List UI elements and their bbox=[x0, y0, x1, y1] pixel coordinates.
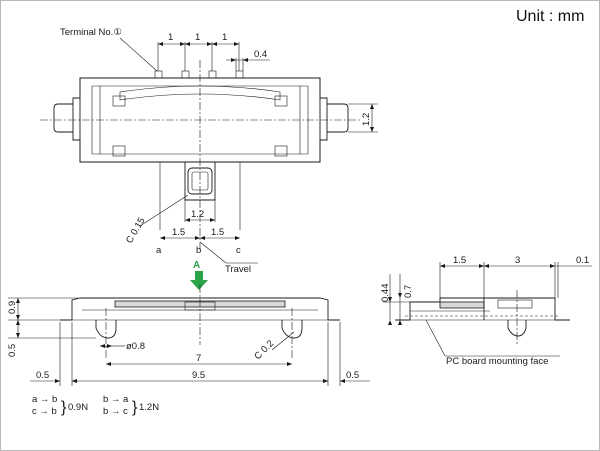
side-slider-plate bbox=[439, 301, 485, 309]
position-b: b bbox=[196, 245, 201, 256]
side-07-label: 0.7 bbox=[403, 285, 414, 298]
left-tab bbox=[53, 103, 73, 133]
travel-dimensions: 1.5 1.5 bbox=[160, 227, 240, 240]
front-view bbox=[60, 285, 340, 360]
side-top-dimensions: 1.5 3 0.1 bbox=[439, 255, 592, 298]
direction-a-label: A bbox=[193, 260, 200, 271]
side-15-label: 1.5 bbox=[453, 255, 466, 266]
side-body-outline bbox=[395, 297, 570, 321]
direction-arrow-icon bbox=[190, 271, 208, 290]
side-01-label: 0.1 bbox=[576, 255, 589, 266]
terminal-label: Terminal No.① bbox=[60, 27, 122, 38]
force-right-line1: b → a bbox=[103, 394, 129, 405]
side-rail bbox=[497, 299, 533, 309]
pcb-leader bbox=[425, 319, 446, 357]
margin-right-label: 0.5 bbox=[346, 370, 359, 381]
travel-left-label: 1.5 bbox=[172, 227, 185, 238]
chamfer-015-label: C 0.15 bbox=[124, 216, 148, 246]
knob-width-dimension: 1.2 bbox=[184, 200, 216, 222]
right-boss bbox=[281, 320, 303, 339]
right-tab bbox=[327, 103, 349, 133]
top-inner-contour bbox=[91, 85, 309, 155]
top-view bbox=[40, 60, 360, 250]
top-body-right-step bbox=[319, 78, 328, 162]
terminal-pin-2 bbox=[181, 70, 190, 79]
length-95-label: 9.5 bbox=[192, 370, 205, 381]
side-09-label: 0.9 bbox=[7, 301, 18, 314]
pitch-1c: 1 bbox=[222, 32, 227, 43]
post-bottom-left bbox=[112, 145, 126, 157]
force-left-value: 0.9N bbox=[68, 402, 88, 413]
force-left-brace: } bbox=[61, 399, 67, 416]
post-bottom-right bbox=[274, 145, 288, 157]
chamfer-02-leader bbox=[271, 331, 295, 351]
position-c: c bbox=[236, 245, 241, 256]
pitch-7-label: 7 bbox=[196, 353, 201, 364]
pin-width-label: 0.4 bbox=[254, 49, 267, 60]
travel-right-label: 1.5 bbox=[211, 227, 224, 238]
post-top-left bbox=[112, 95, 126, 107]
height-dimension: 1.2 bbox=[348, 103, 378, 133]
top-slider-rail bbox=[119, 85, 281, 101]
force-right-brace: } bbox=[132, 399, 138, 416]
pin-width-dimension: 0.4 bbox=[226, 49, 270, 71]
pitch-dimensions: 1 1 1 bbox=[157, 32, 240, 71]
front-left-dimensions: 0.9 0.5 bbox=[7, 297, 96, 357]
pitch-1b: 1 bbox=[195, 32, 200, 43]
terminal-leader bbox=[119, 37, 158, 72]
side-3-label: 3 bbox=[515, 255, 520, 266]
travel-leader bbox=[199, 241, 227, 264]
travel-label: Travel bbox=[225, 264, 251, 275]
terminal-pin-4 bbox=[235, 70, 244, 79]
top-body-left-step bbox=[72, 78, 81, 162]
side-boss bbox=[507, 320, 527, 337]
hole-dia-label: ø0.8 bbox=[126, 341, 145, 352]
pitch-7-dimension: 7 bbox=[106, 353, 292, 366]
force-right-value: 1.2N bbox=[139, 402, 159, 413]
terminal-pin-1 bbox=[154, 70, 163, 79]
side-044-label: 0.44 bbox=[380, 284, 391, 303]
left-boss bbox=[95, 320, 117, 339]
pitch-1a: 1 bbox=[168, 32, 173, 43]
margin-left-label: 0.5 bbox=[36, 370, 49, 381]
terminal-pin-3 bbox=[208, 70, 217, 79]
height-label: 1.2 bbox=[361, 113, 372, 126]
hole-dia-dimension: ø0.8 bbox=[100, 341, 145, 352]
chamfer-02-label: C 0.2 bbox=[252, 338, 276, 362]
force-spec: a → b c → b } 0.9N b → a b → c } 1.2N bbox=[32, 394, 159, 417]
unit-label: Unit : mm bbox=[516, 8, 584, 25]
knob-width-label: 1.2 bbox=[191, 209, 204, 220]
pcb-face-label: PC board mounting face bbox=[446, 356, 548, 367]
length-dimensions: 9.5 0.5 0.5 bbox=[30, 322, 370, 386]
force-left-line2: c → b bbox=[32, 406, 57, 417]
side-left-dimensions: 0.44 0.7 bbox=[380, 274, 414, 325]
position-a: a bbox=[156, 245, 162, 256]
side-view bbox=[395, 290, 570, 345]
front-body-outline bbox=[60, 297, 340, 321]
chamfer-015-leader bbox=[139, 194, 189, 227]
side-05-label: 0.5 bbox=[7, 344, 18, 357]
force-left-line1: a → b bbox=[32, 394, 57, 405]
post-top-right bbox=[274, 95, 288, 107]
force-right-line2: b → c bbox=[103, 406, 128, 417]
